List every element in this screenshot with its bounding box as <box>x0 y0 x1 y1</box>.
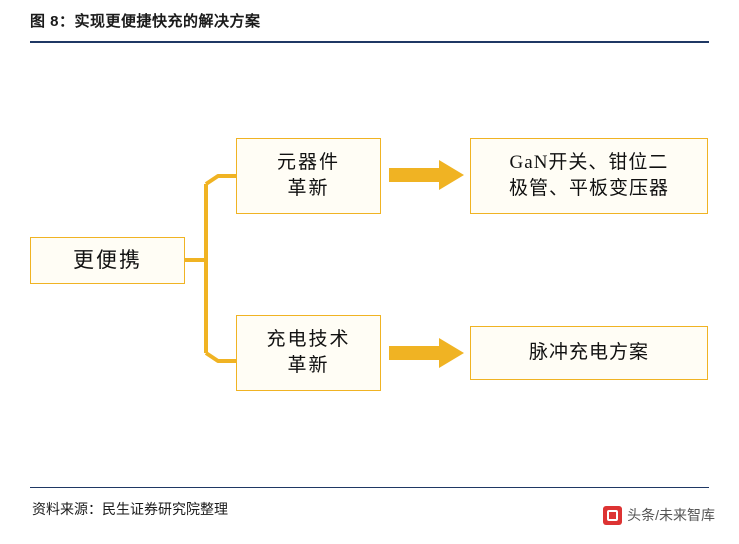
node-root-label: 更便携 <box>73 248 142 273</box>
footer-divider <box>30 487 709 488</box>
arrow-mid1-to-leaf1 <box>389 160 464 190</box>
title-divider <box>30 41 709 43</box>
node-branch2-mid-line1: 充电技术 <box>266 329 351 351</box>
node-branch2-mid: 充电技术 革新 <box>236 315 381 391</box>
source-note: 资料来源：民生证券研究院整理 <box>32 501 228 517</box>
toutiao-logo-icon <box>603 505 623 525</box>
node-branch1-mid-line2: 革新 <box>287 178 330 199</box>
figure-title-bar: 图 8：实现更便捷快充的解决方案 <box>30 10 709 42</box>
page-title: 图 8：实现更便捷快充的解决方案 <box>30 13 261 30</box>
watermark-label: 头条/未来智库 <box>627 507 715 523</box>
node-branch2-leaf: 脉冲充电方案 <box>470 326 708 380</box>
node-branch2-leaf-line1: 脉冲充电方案 <box>528 342 649 364</box>
diagram-canvas: 更便携 元器件 革新 充电技术 革新 GaN开关、钳位二 极管、平板变压器 脉冲… <box>0 50 739 480</box>
node-branch1-leaf: GaN开关、钳位二 极管、平板变压器 <box>470 138 708 214</box>
node-branch1-leaf-line2: 极管、平板变压器 <box>508 178 669 199</box>
arrow-mid2-to-leaf2 <box>389 338 464 368</box>
node-branch1-leaf-line1: GaN开关、钳位二 <box>509 152 669 174</box>
watermark: 头条/未来智库 <box>603 505 715 525</box>
node-branch1-mid-line1: 元器件 <box>276 152 340 174</box>
node-root: 更便携 <box>30 237 185 284</box>
node-branch1-mid: 元器件 革新 <box>236 138 381 214</box>
node-branch2-mid-line2: 革新 <box>287 355 330 376</box>
